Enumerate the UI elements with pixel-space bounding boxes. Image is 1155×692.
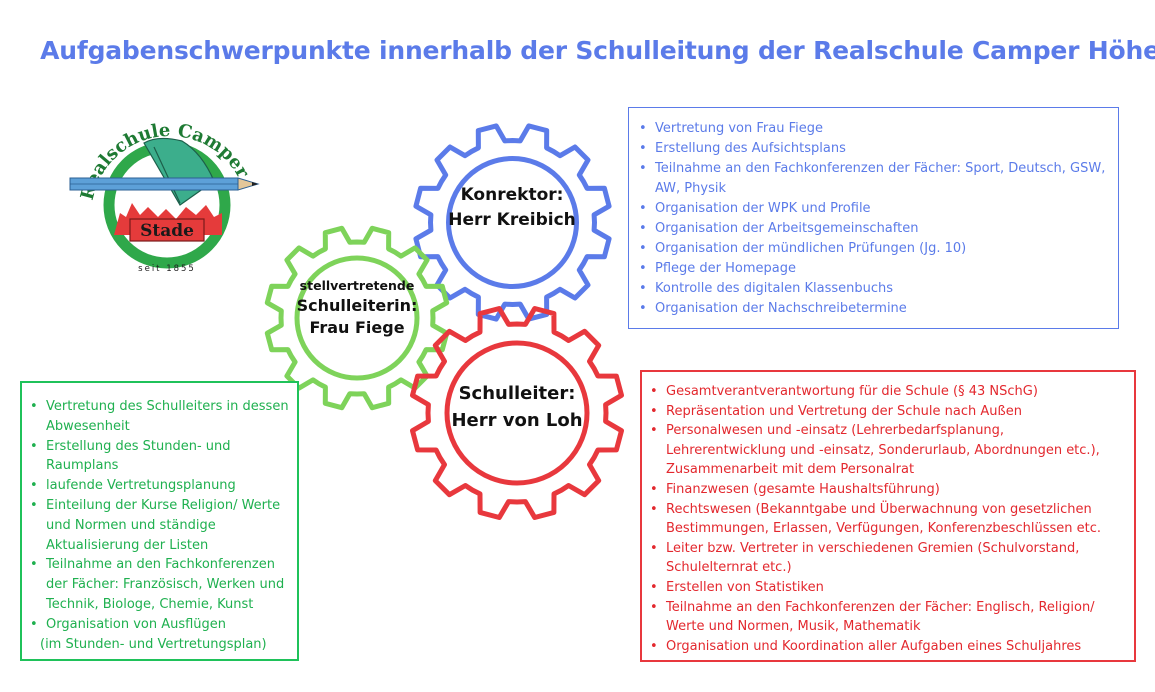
list-item: laufende Vertretungsplanung [24,476,291,496]
logo-pencil [69,177,260,191]
list-item: Organisation von Ausflügen [24,615,291,635]
logo-since-text: seit 1855 [138,264,196,274]
list-item-continuation: (im Stunden- und Vertretungsplan) [40,636,267,652]
list-item: Personalwesen und -einsatz (Lehrerbedarf… [644,421,1128,480]
list-item: Leiter bzw. Vertreter in verschiedenen G… [644,539,1128,578]
stellvertretung-task-box: Vertretung des Schulleiters in dessen Ab… [20,381,299,661]
list-item: Pflege der Homepage [633,259,1108,279]
gear-konrektor [413,123,612,322]
list-item: Vertretung des Schulleiters in dessen Ab… [24,397,291,437]
logo-banner [129,218,205,242]
list-item: Vertretung von Frau Fiege [633,119,1108,139]
list-item: Organisation und Koordination aller Aufg… [644,637,1128,657]
list-item: Erstellen von Statistiken [644,578,1128,598]
stellvertretend-name: Frau Fiege [309,318,405,337]
list-item: Teilnahme an den Fachkonferenzen der Fäc… [24,555,291,614]
list-item: Teilnahme an den Fachkonferenzen der Fäc… [644,598,1128,637]
stellvertretung-task-list: Vertretung des Schulleiters in dessen Ab… [24,397,291,654]
list-item: Organisation der Nachschreibetermine [633,299,1108,319]
list-item: Gesamtverantverantwortung für die Schule… [644,382,1128,402]
list-item: Einteilung der Kurse Religion/ Werte und… [24,496,291,555]
list-item: Rechtswesen (Bekanntgabe und Überwachnun… [644,500,1128,539]
konrektor-title: Konrektor: [460,185,564,205]
stellvertretend-title: Schulleiterin: [296,296,418,315]
gear-stellvertretend-label: stellvertretende Schulleiterin: Frau Fie… [282,277,432,339]
konrektor-name: Herr Kreibich [448,210,576,230]
gear-schulleiter [410,306,624,520]
list-item: Organisation der mündlichen Prüfungen (J… [633,239,1108,259]
gear-stellvertretend [264,225,450,411]
list-item: Erstellung des Aufsichtsplans [633,139,1108,159]
school-logo: Realschule Camper Höhe Stade seit 1855 [62,95,260,274]
schulleiter-name: Herr von Loh [451,410,583,431]
page-title: Aufgabenschwerpunkte innerhalb der Schul… [40,36,1155,65]
schulleiter-title: Schulleiter: [458,383,576,404]
list-item: Teilnahme an den Fachkonferenzen der Fäc… [633,159,1108,199]
stellvertretend-prefix: stellvertretende [299,278,415,293]
list-item: Organisation der WPK und Profile [633,199,1108,219]
logo-banner-text: Stade [140,221,194,241]
konrektor-task-list: Vertretung von Frau Fiege Erstellung des… [633,119,1108,319]
list-item: Organisation der Arbeitsgemeinschaften [633,219,1108,239]
schulleiter-task-list: Gesamtverantverantwortung für die Schule… [644,382,1128,656]
gear-schulleiter-label: Schulleiter: Herr von Loh [437,380,597,434]
list-item: Erstellung des Stunden- und Raumplans [24,437,291,477]
gear-konrektor-label: Konrektor: Herr Kreibich [442,183,582,233]
list-item: Kontrolle des digitalen Klassenbuchs [633,279,1108,299]
list-item: Repräsentation und Vertretung der Schule… [644,402,1128,422]
konrektor-task-box: Vertretung von Frau Fiege Erstellung des… [628,107,1119,329]
schulleiter-task-box: Gesamtverantverantwortung für die Schule… [640,370,1136,662]
list-item: Finanzwesen (gesamte Haushaltsführung) [644,480,1128,500]
